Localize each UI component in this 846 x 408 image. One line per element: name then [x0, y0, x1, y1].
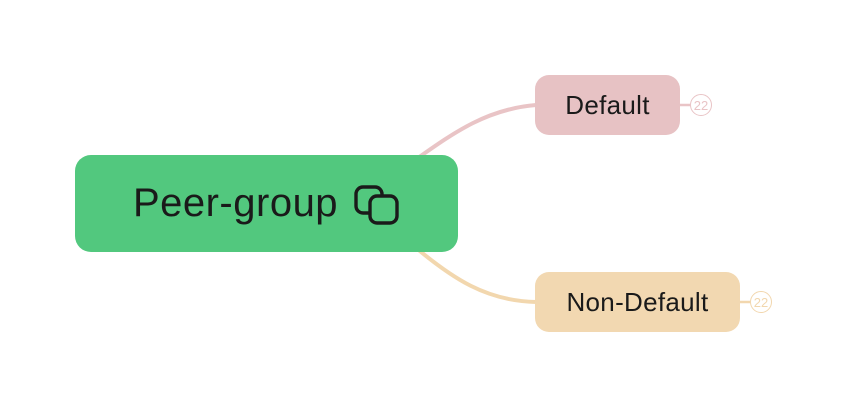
front-page-shape [368, 193, 399, 225]
node-non-default[interactable]: Non-Default [535, 272, 740, 332]
copy-pages-icon[interactable] [354, 184, 400, 225]
non-default-count-badge[interactable]: 22 [750, 291, 772, 313]
default-node-label: Default [565, 89, 650, 120]
default-count-badge[interactable]: 22 [690, 94, 712, 116]
non-default-node-label: Non-Default [566, 286, 709, 317]
connector-non-default [413, 245, 538, 304]
node-default[interactable]: Default [535, 75, 680, 135]
connector-default [413, 103, 538, 162]
node-peer-group[interactable]: Peer-group [75, 155, 458, 252]
root-node-label: Peer-group [132, 181, 339, 225]
